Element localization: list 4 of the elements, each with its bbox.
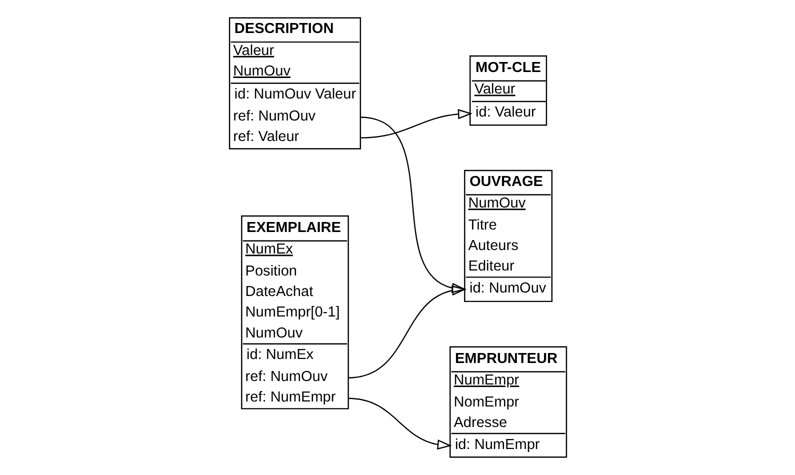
arrow xyxy=(348,285,466,378)
arrow xyxy=(348,398,452,450)
arrow xyxy=(360,116,466,294)
arrow xyxy=(360,109,472,138)
